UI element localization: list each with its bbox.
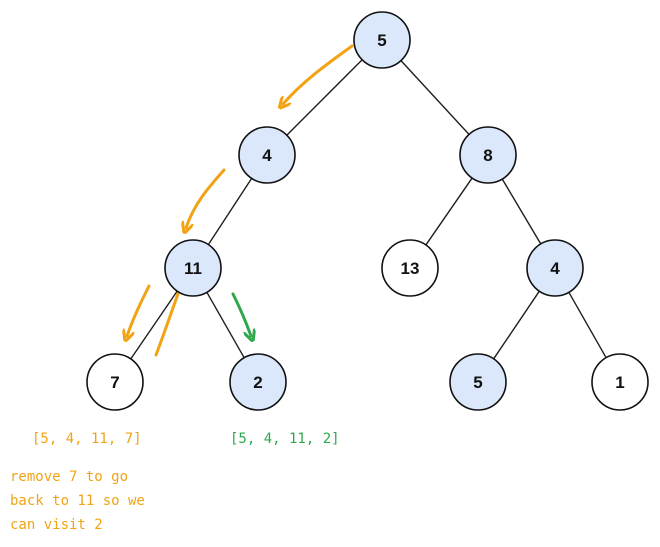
node-circle bbox=[238, 126, 296, 184]
tree-node-n13: 13 bbox=[381, 239, 439, 297]
edge-n4-left-n11 bbox=[207, 178, 253, 245]
node-circle bbox=[353, 11, 411, 69]
node-circle bbox=[459, 126, 517, 184]
tree-node-n7: 7 bbox=[86, 353, 144, 411]
node-circle bbox=[229, 353, 287, 411]
edge-n5-root-n8 bbox=[400, 60, 470, 135]
arrow-11-to-2 bbox=[231, 292, 251, 336]
tree-node-n11: 11 bbox=[164, 239, 222, 297]
edge-n11-n7 bbox=[130, 290, 178, 360]
arrow-root-to-4 bbox=[283, 44, 354, 104]
node-circle bbox=[449, 353, 507, 411]
arrow-11-to-7 bbox=[127, 284, 151, 336]
note-line-3: can visit 2 bbox=[10, 517, 103, 533]
node-label: 7 bbox=[110, 373, 119, 392]
node-label: 2 bbox=[253, 373, 262, 392]
node-label: 4 bbox=[550, 259, 560, 278]
node-circle bbox=[591, 353, 649, 411]
edge-n11-n2 bbox=[206, 291, 245, 359]
note-line-1: remove 7 to go bbox=[10, 469, 128, 485]
tree-node-n1: 1 bbox=[591, 353, 649, 411]
edge-n5-root-n4-left bbox=[286, 59, 363, 136]
tree-node-n5-leaf: 5 bbox=[449, 353, 507, 411]
tree-edges bbox=[130, 59, 607, 360]
node-label: 13 bbox=[401, 259, 420, 278]
tree-node-n4-right: 4 bbox=[526, 239, 584, 297]
tree-nodes: 5 4 8 11 13 4 7 2 5 1 bbox=[86, 11, 649, 411]
path-label-7: [5, 4, 11, 7] bbox=[32, 431, 142, 447]
node-label: 5 bbox=[473, 373, 482, 392]
arrow-4-to-11 bbox=[186, 168, 226, 228]
node-label: 8 bbox=[483, 146, 492, 165]
tree-node-n5-root: 5 bbox=[353, 11, 411, 69]
tree-node-n8: 8 bbox=[459, 126, 517, 184]
edge-n4-right-n1 bbox=[568, 291, 607, 359]
path-label-2: [5, 4, 11, 2] bbox=[230, 431, 340, 447]
note-line-2: back to 11 so we bbox=[10, 493, 145, 509]
node-label: 5 bbox=[377, 31, 386, 50]
node-circle bbox=[86, 353, 144, 411]
node-circle bbox=[164, 239, 222, 297]
edge-n4-right-n5-leaf bbox=[493, 290, 540, 360]
node-label: 11 bbox=[184, 259, 202, 278]
node-label: 4 bbox=[262, 146, 272, 165]
arrow-7-back-to-11 bbox=[154, 283, 182, 357]
edge-n8-n13 bbox=[425, 177, 473, 246]
tree-node-n4-left: 4 bbox=[238, 126, 296, 184]
node-circle bbox=[381, 239, 439, 297]
node-label: 1 bbox=[615, 373, 624, 392]
traversal-arrows bbox=[127, 44, 354, 357]
node-circle bbox=[526, 239, 584, 297]
edge-n8-n4-right bbox=[501, 178, 542, 245]
tree-node-n2: 2 bbox=[229, 353, 287, 411]
